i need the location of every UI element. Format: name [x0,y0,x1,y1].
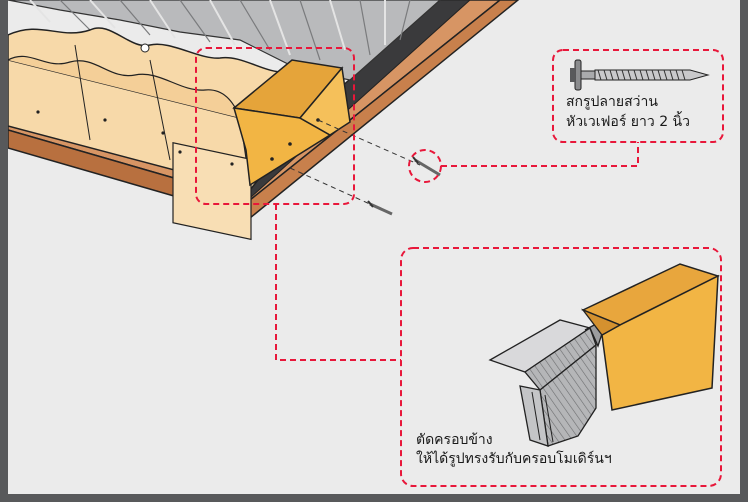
installed-end-cap [232,59,351,187]
cut-label-line2: ให้ได้รูปทรงรับกับครอบโมเดิร์นฯ [416,451,612,467]
screw-label-line1: สกรูปลายสว่าน [566,94,658,110]
cut-label-line1: ตัดครอบข้าง [416,432,493,448]
screw-label-line2: หัวเวเฟอร์ ยาว 2 นิ้ว [566,114,690,130]
callout-lines [195,47,724,487]
modern-ridge-cap-icon [581,263,720,411]
roof-metal-sheet [8,0,441,81]
screw-small-2 [367,200,393,216]
roof-tile-row [8,27,291,241]
side-ridge-cap-icon [488,316,609,447]
screw-small-1 [412,156,441,177]
wafer-head-screw-icon [570,59,710,91]
